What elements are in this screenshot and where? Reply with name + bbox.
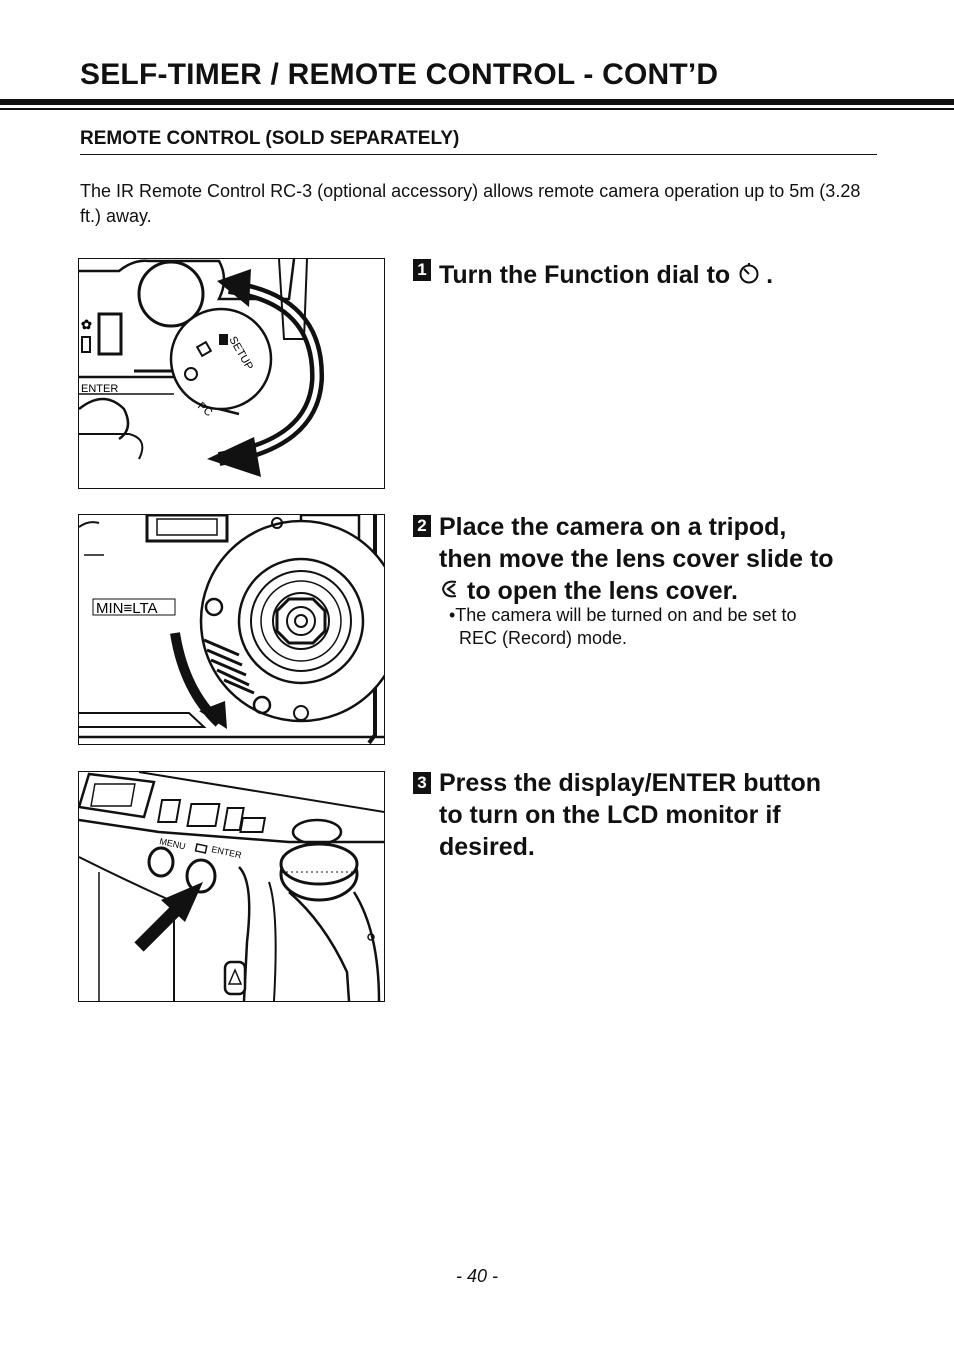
step-1-text: Turn the Function dial to (439, 261, 731, 289)
title-rule-thick (0, 99, 954, 105)
step-1-instruction: Turn the Function dial to. (439, 259, 889, 292)
step-3-line-2: to turn on the LCD monitor if (439, 801, 781, 829)
lens-cover-illustration: MIN≡LTA (78, 514, 385, 745)
step-2-note-line-2: REC (Record) mode. (459, 628, 628, 648)
svg-text:MIN≡LTA: MIN≡LTA (96, 600, 158, 617)
step-2-instruction: Place the camera on a tripod, then move … (439, 511, 889, 608)
step-2-line-2: then move the lens cover slide to (439, 545, 834, 573)
svg-text:ENTER: ENTER (81, 383, 118, 395)
lens-open-icon (439, 576, 461, 608)
step-2-note-line-1: •The camera will be turned on and be set… (449, 605, 797, 625)
svg-text:ENTER: ENTER (211, 844, 243, 860)
svg-text:✿: ✿ (81, 317, 92, 332)
self-timer-icon (738, 260, 760, 292)
section-rule (80, 154, 877, 155)
intro-paragraph: The IR Remote Control RC-3 (optional acc… (80, 181, 861, 226)
step-1-text-end: . (766, 261, 774, 289)
enter-button-illustration: MENU ENTER (78, 771, 385, 1002)
step-1-number: 1 (413, 259, 431, 281)
page-title: SELF-TIMER / REMOTE CONTROL - CONT’D (80, 58, 719, 91)
title-rule-thin (0, 108, 954, 110)
step-2-line-3: to open the lens cover. (467, 577, 738, 605)
function-dial-illustration: ✿ ENTER PC SETUP (78, 258, 385, 489)
page-number: - 40 - (455, 1266, 498, 1286)
step-3-line-1: Press the display/ENTER button (439, 769, 822, 797)
step-3-instruction: Press the display/ENTER button to turn o… (439, 767, 889, 863)
step-3-line-3: desired. (439, 833, 535, 861)
step-3-number: 3 (413, 772, 431, 794)
step-2-number: 2 (413, 515, 431, 537)
step-2-line-1: Place the camera on a tripod, (439, 513, 787, 541)
section-heading: REMOTE CONTROL (SOLD SEPARATELY) (80, 128, 460, 149)
step-2-note: •The camera will be turned on and be set… (449, 604, 889, 650)
